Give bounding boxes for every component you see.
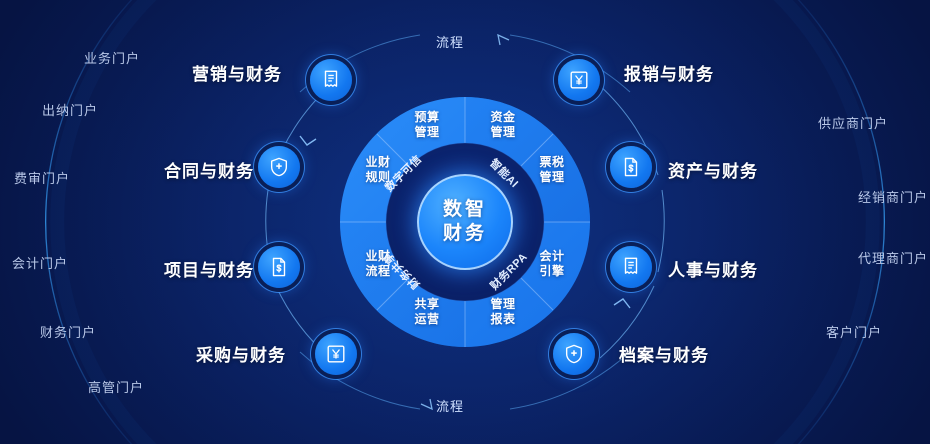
flow-label-top: 流程 (436, 35, 465, 50)
node-contract-finance[interactable] (258, 146, 300, 188)
domain-label-reimbursement-finance: 报销与财务 (624, 65, 714, 84)
portal-label-left: 财务门户 (40, 325, 97, 340)
shield-plus-icon (270, 157, 288, 177)
ring-segment-label: 管理 报表 (490, 297, 516, 326)
portal-label-right: 供应商门户 (818, 116, 889, 131)
document-dollar-icon (272, 257, 286, 277)
domain-label-contract-finance: 合同与财务 (164, 162, 254, 181)
core-title-line1: 数智 (442, 199, 487, 220)
ring-segment-label: 资金 管理 (490, 110, 516, 139)
domain-label-marketing-finance: 营销与财务 (192, 65, 282, 84)
ring-segment-label: 票税 管理 (539, 155, 565, 184)
receipt-icon (624, 257, 638, 274)
yen-box-icon (570, 71, 588, 89)
core-title-line2: 财务 (442, 223, 487, 244)
shield-plus-icon (565, 344, 583, 364)
node-reimbursement-finance[interactable] (558, 59, 600, 101)
ring-segment-label: 会计 引擎 (539, 249, 565, 278)
ring-segment-label: 预算 管理 (414, 110, 440, 139)
domain-label-archive-finance: 档案与财务 (619, 346, 709, 365)
domain-label-project-finance: 项目与财务 (164, 261, 254, 280)
portal-label-right: 代理商门户 (858, 251, 929, 266)
ring-segment-label: 共享 运营 (414, 297, 440, 326)
domain-label-asset-finance: 资产与财务 (668, 162, 758, 181)
receipt-icon (324, 70, 338, 87)
portal-label-left: 会计门户 (12, 256, 69, 271)
portal-label-right: 客户门户 (826, 325, 883, 340)
node-asset-finance[interactable] (610, 146, 652, 188)
node-procurement-finance[interactable] (315, 333, 357, 375)
portal-label-left: 业务门户 (84, 51, 141, 66)
node-hr-finance[interactable] (610, 246, 652, 288)
ring-segment-label: 业财 规则 (365, 155, 391, 184)
document-dollar-icon (624, 157, 638, 177)
ring-segment-label: 业财 流程 (365, 249, 391, 278)
portal-label-left: 费审门户 (14, 171, 71, 186)
domain-label-hr-finance: 人事与财务 (668, 261, 758, 280)
node-project-finance[interactable] (258, 246, 300, 288)
finance-wheel: 预算 管理 资金 管理 票税 管理 会计 引擎 管理 报表 共享 运营 业财 流… (330, 87, 600, 357)
portal-label-left: 高管门户 (88, 380, 145, 395)
portal-label-right: 经销商门户 (858, 190, 929, 205)
flow-label-bottom: 流程 (436, 399, 465, 414)
portal-label-left: 出纳门户 (42, 103, 99, 118)
yen-box-icon (327, 345, 345, 363)
node-archive-finance[interactable] (553, 333, 595, 375)
node-marketing-finance[interactable] (310, 59, 352, 101)
domain-label-procurement-finance: 采购与财务 (196, 346, 286, 365)
core-circle: 数智 财务 (417, 174, 513, 270)
